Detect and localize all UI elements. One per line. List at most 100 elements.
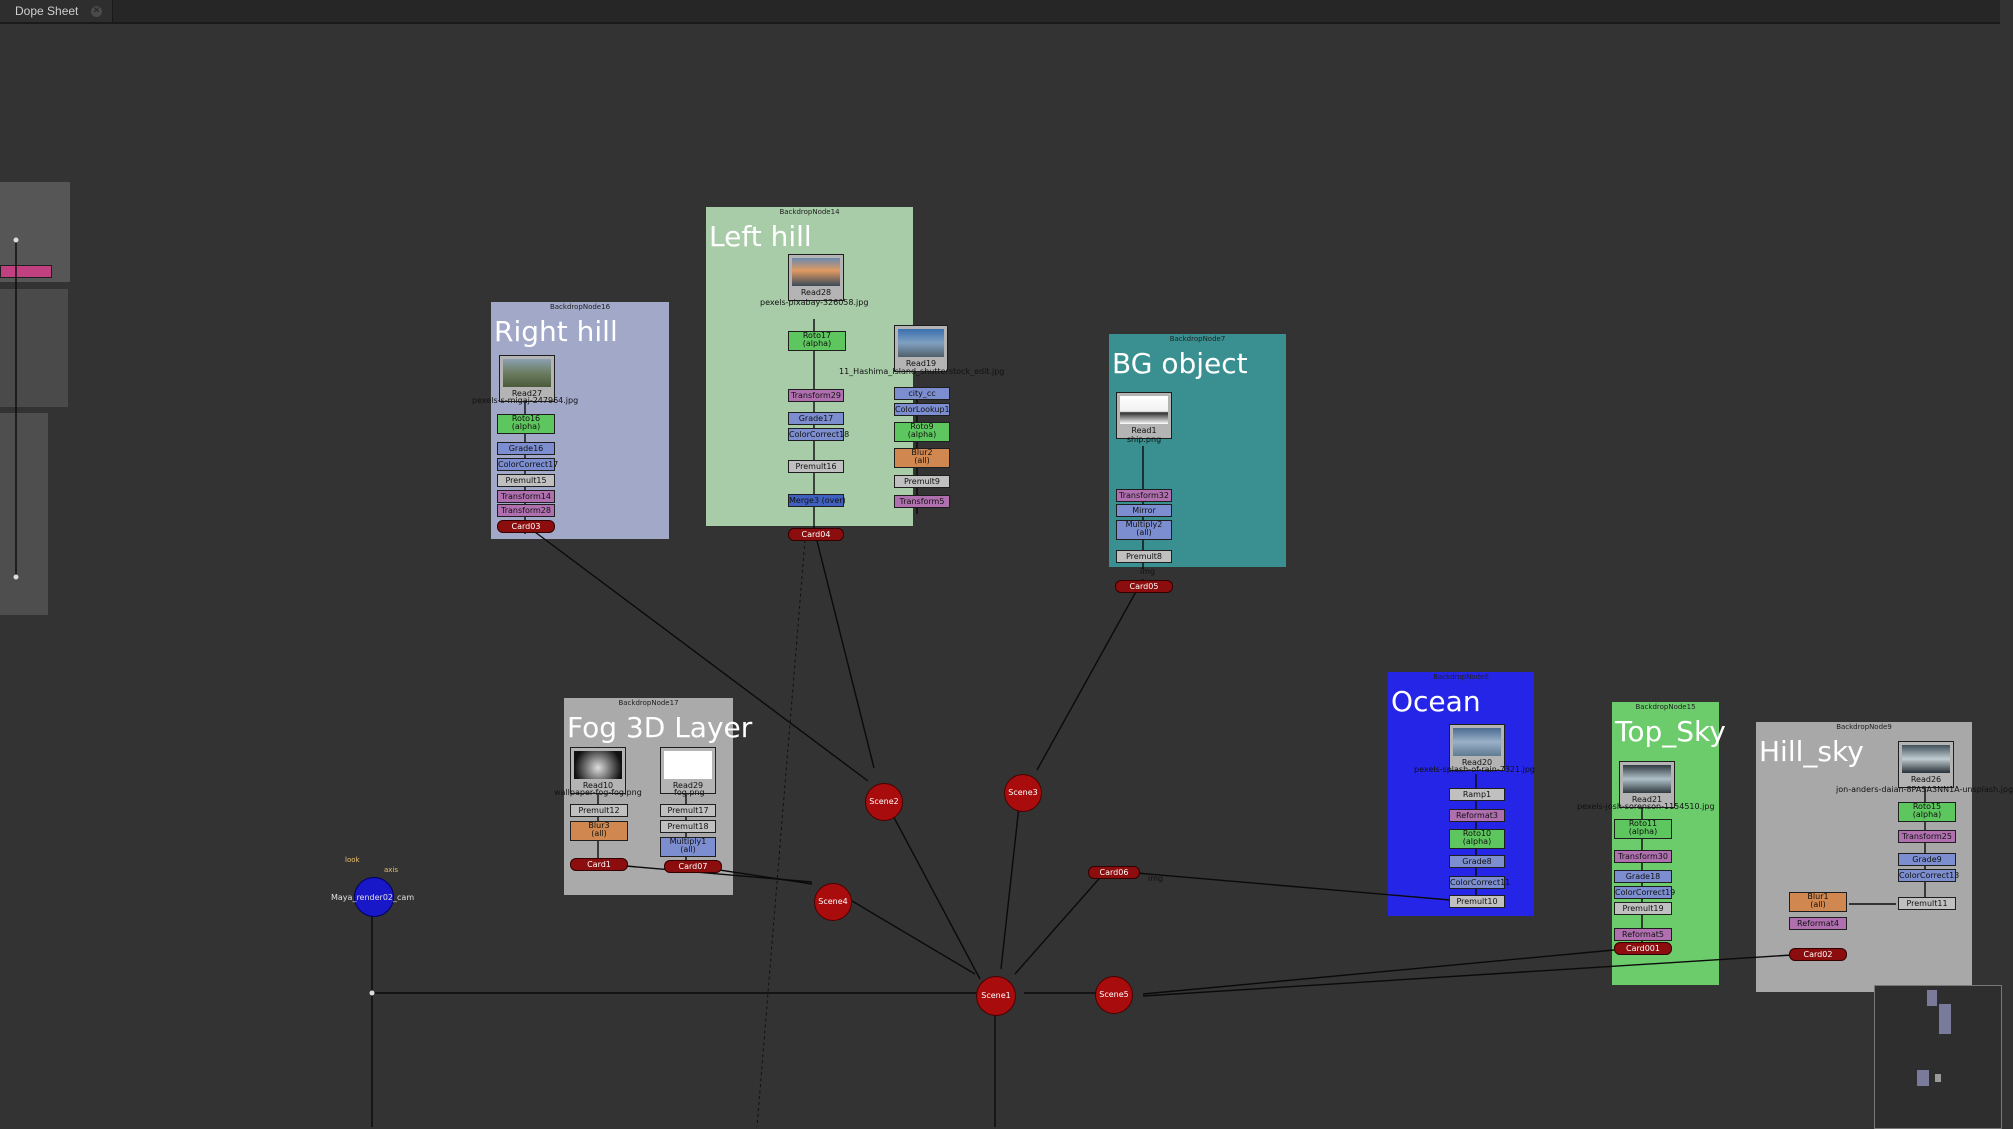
reformat-node[interactable]: Reformat5 — [1614, 928, 1672, 941]
grade-node[interactable]: Grade8 — [1449, 855, 1505, 868]
node-label: Multiply1 — [669, 837, 707, 846]
premult-node[interactable]: Premult9 — [894, 475, 950, 488]
node-tag: img — [1140, 567, 1156, 576]
premult-node[interactable]: Premult11 — [1898, 897, 1956, 910]
backdrop-name: BackdropNode15 — [1635, 703, 1696, 711]
node-graph[interactable]: BackdropNode16 Right hill BackdropNode14… — [0, 24, 2013, 1128]
merge-node[interactable]: Merge3 (over) — [788, 494, 846, 507]
disabled-transform-node[interactable]: Transform14 — [497, 490, 555, 503]
colorcorrect-node[interactable]: ColorCorrect11 — [1449, 876, 1511, 889]
premult-node[interactable]: Premult8 — [1116, 550, 1172, 563]
premult-node[interactable]: Premult18 — [660, 820, 716, 833]
grade-node[interactable]: Grade9 — [1898, 853, 1956, 866]
camera-node[interactable] — [354, 877, 394, 917]
minimap-backdrop — [1935, 1074, 1941, 1082]
node-label: Read20 — [1461, 758, 1493, 767]
read-node[interactable]: Read27 — [499, 355, 555, 402]
premult-node[interactable]: Premult15 — [497, 474, 555, 487]
reformat-node[interactable]: Reformat3 — [1449, 809, 1505, 822]
roto-node[interactable]: Roto9(alpha) — [894, 422, 950, 442]
read-node[interactable]: Read20 — [1449, 724, 1505, 771]
node-sublabel: (alpha) — [802, 339, 832, 348]
node-tag: img — [1148, 874, 1164, 883]
thumbnail-image — [1453, 728, 1501, 756]
backdrop-bg-object[interactable]: BackdropNode7 BG object — [1109, 334, 1286, 567]
premult-node[interactable]: Premult12 — [570, 804, 628, 817]
colorcorrect-node[interactable]: ColorCorrect19 — [1614, 886, 1676, 899]
transform-node[interactable]: Transform28 — [497, 504, 555, 517]
node-label: Roto11 — [1628, 819, 1658, 828]
transform-node[interactable]: Transform32 — [1116, 489, 1172, 502]
colorcorrect-node[interactable]: city_cc — [894, 387, 950, 400]
colorcorrect-node[interactable]: ColorCorrect13 — [1898, 869, 1960, 882]
card-node[interactable]: Card02 — [1789, 948, 1847, 961]
read-node[interactable]: Read21 — [1619, 761, 1675, 808]
tab-label: Dope Sheet — [15, 4, 79, 18]
tab-bar: Dope Sheet ✕ — [0, 0, 2000, 24]
grade-node[interactable]: Grade17 — [788, 412, 844, 425]
card-node[interactable]: Card07 — [664, 860, 722, 873]
node-label: Read27 — [511, 389, 543, 398]
transform-node[interactable]: Transform5 — [894, 495, 950, 508]
partial-backdrop[interactable] — [0, 289, 68, 407]
grade-node[interactable]: Grade18 — [1614, 870, 1672, 883]
node-label: Read21 — [1631, 795, 1663, 804]
card-node[interactable]: Card03 — [497, 520, 555, 533]
roto-node[interactable]: Roto15(alpha) — [1898, 802, 1956, 822]
file-label: wallpaper-fog-fog.png — [554, 788, 642, 797]
card-node[interactable]: Card06 — [1088, 866, 1140, 879]
transform-node[interactable]: Transform30 — [1614, 850, 1672, 863]
blur-node[interactable]: Blur1(all) — [1789, 892, 1847, 912]
colorlookup-node[interactable]: ColorLookup1 — [894, 403, 950, 416]
card-node[interactable]: Card1 — [570, 858, 628, 871]
premult-node[interactable]: Premult19 — [1614, 902, 1672, 915]
blur-node[interactable]: Blur2(all) — [894, 448, 950, 468]
read-node[interactable]: Read10 — [570, 747, 626, 794]
premult-node[interactable]: Premult16 — [788, 460, 844, 473]
card-node[interactable]: Card001 — [1614, 942, 1672, 955]
read-node[interactable]: Read28 — [788, 254, 844, 301]
node-sublabel: (all) — [680, 845, 696, 854]
grade-node[interactable]: Grade16 — [497, 442, 555, 455]
node-sublabel: (all) — [914, 456, 930, 465]
minimap[interactable] — [1874, 985, 2002, 1129]
blur-node[interactable]: Blur3(all) — [570, 821, 628, 841]
multiply-node[interactable]: Multiply2(all) — [1116, 520, 1172, 540]
node-label: Read28 — [800, 288, 832, 297]
scene-node[interactable]: Scene3 — [1004, 774, 1042, 812]
multiply-node[interactable]: Multiply1(all) — [660, 837, 716, 857]
tab-dope-sheet[interactable]: Dope Sheet ✕ — [0, 0, 113, 22]
thumbnail-image — [503, 359, 551, 387]
premult-node[interactable]: Premult10 — [1449, 895, 1505, 908]
close-icon[interactable]: ✕ — [91, 6, 102, 17]
file-label: pexels-pixabay-326058.jpg — [760, 298, 869, 307]
ramp-node[interactable]: Ramp1 — [1449, 788, 1505, 801]
partial-backdrop[interactable] — [0, 413, 48, 615]
node-partial[interactable] — [0, 265, 52, 278]
colorcorrect-node[interactable]: ColorCorrect18 — [788, 428, 850, 441]
roto-node[interactable]: Roto17(alpha) — [788, 331, 846, 351]
read-node[interactable]: Read26 — [1898, 741, 1954, 788]
transform-node[interactable]: Transform29 — [788, 389, 844, 402]
node-sublabel: (alpha) — [1912, 810, 1942, 819]
card-node[interactable]: Card05 — [1115, 580, 1173, 593]
read-node[interactable]: Read29 — [660, 747, 716, 794]
roto-node[interactable]: Roto16(alpha) — [497, 414, 555, 434]
transform-node[interactable]: Transform25 — [1898, 830, 1956, 843]
backdrop-name: BackdropNode6 — [1433, 673, 1489, 681]
file-label: pexels-splash-of-rain-7321.jpg — [1414, 765, 1536, 774]
roto-node[interactable]: Roto11(alpha) — [1614, 819, 1672, 839]
scene-node[interactable]: Scene1 — [976, 976, 1016, 1016]
merge-node[interactable]: Mirror — [1116, 504, 1172, 517]
reformat-node[interactable]: Reformat4 — [1789, 917, 1847, 930]
roto-node[interactable]: Roto10(alpha) — [1449, 829, 1505, 849]
scene-node[interactable]: Scene2 — [865, 783, 903, 821]
file-label: fog.png — [674, 788, 705, 797]
card-node[interactable]: Card04 — [788, 528, 844, 541]
read-node[interactable]: Read19 — [894, 325, 948, 372]
scene-node[interactable]: Scene4 — [814, 883, 852, 921]
premult-node[interactable]: Premult17 — [660, 804, 716, 817]
scene-node[interactable]: Scene5 — [1095, 976, 1133, 1014]
colorcorrect-node[interactable]: ColorCorrect17 — [497, 458, 559, 471]
